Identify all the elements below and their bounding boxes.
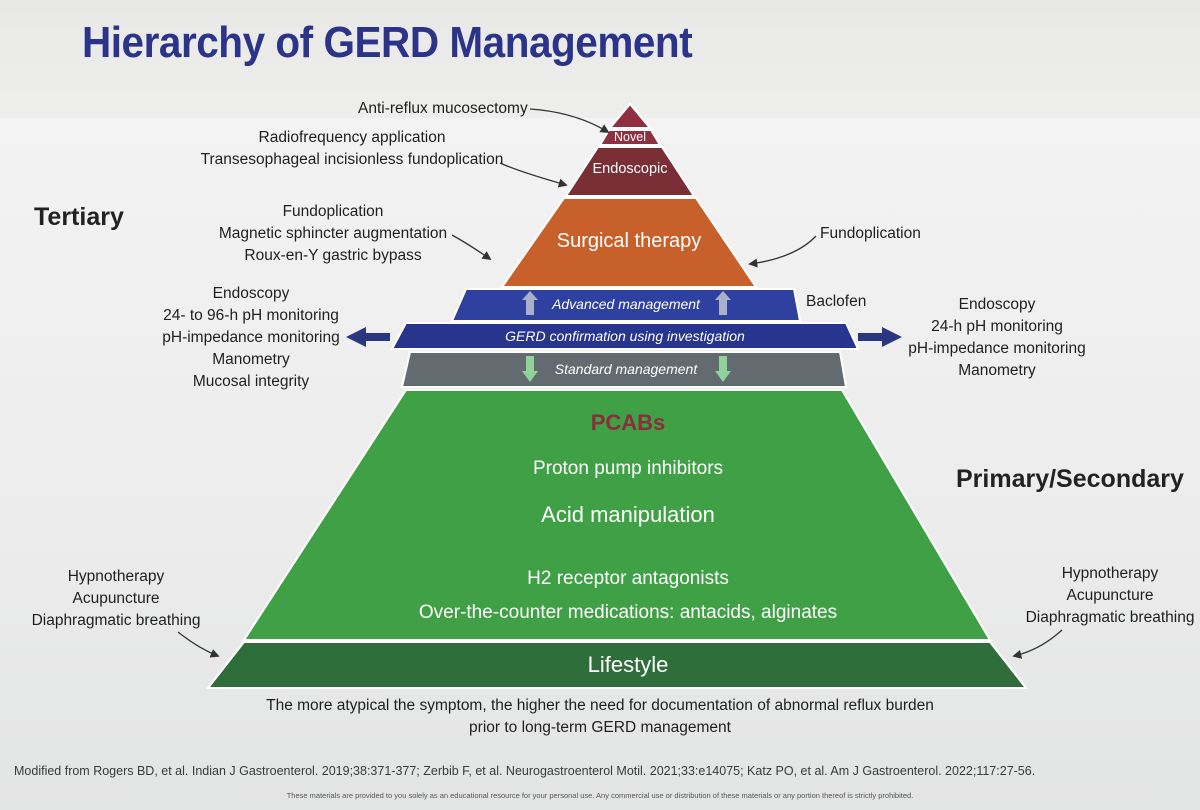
slide-header-band [0, 0, 1200, 118]
reference-footnote: Modified from Rogers BD, et al. Indian J… [14, 764, 1036, 778]
ppi-label: Proton pump inhibitors [532, 458, 724, 479]
lifestyle-label: Lifestyle [587, 652, 669, 677]
pyramid-advanced-tier [450, 288, 802, 322]
pointer-arrow [748, 235, 817, 268]
otc-label: Over-the-counter medications: antacids, … [418, 602, 838, 623]
up-arrow-icon [522, 291, 731, 315]
investigation-left-notes: Endoscopy 24- to 96-h pH monitoring pH-i… [162, 285, 340, 390]
pcabs-label: PCABs [590, 410, 666, 435]
advanced-label: Advanced management [552, 296, 700, 312]
right-arrow-icon [858, 327, 902, 347]
pointer-arrow [451, 234, 492, 261]
tertiary-label: Tertiary [34, 203, 124, 231]
pyramid-confirmation-tier [390, 322, 860, 350]
standard-label: Standard management [554, 361, 698, 377]
novel-note: Anti-reflux mucosectomy [358, 100, 528, 117]
advanced-right-note: Baclofen [806, 293, 867, 310]
pyramid-novel-band [598, 129, 662, 146]
pyramid-medication-tier [242, 389, 992, 641]
primary-secondary-label: Primary/Secondary [956, 465, 1184, 493]
surgical-left-notes: Fundoplication Magnetic sphincter augmen… [218, 203, 448, 264]
pyramid-endoscopic-tier [564, 146, 696, 197]
endoscopic-notes: Radiofrequency application Transesophage… [200, 129, 504, 168]
acid-manipulation-label: Acid manipulation [541, 502, 715, 527]
h2-label: H2 receptor antagonists [527, 568, 729, 589]
disclaimer-text: These materials are provided to you sole… [286, 791, 914, 800]
pointer-arrow [529, 108, 610, 133]
endoscopic-label: Endoscopic [592, 161, 668, 177]
down-arrow-icon [522, 356, 731, 382]
lifestyle-right-notes: Hypnotherapy Acupuncture Diaphragmatic b… [1025, 565, 1195, 626]
novel-label: Novel [614, 130, 646, 144]
pointer-arrow [499, 162, 568, 188]
surgical-label: Surgical therapy [556, 230, 702, 252]
lifestyle-left-notes: Hypnotherapy Acupuncture Diaphragmatic b… [31, 568, 201, 629]
confirmation-label: GERD confirmation using investigation [505, 328, 745, 344]
page-title: Hierarchy of GERD Management [82, 18, 693, 67]
left-arrow-icon [346, 327, 390, 347]
surgical-right-note: Fundoplication [820, 225, 921, 242]
pointer-arrow [1012, 629, 1063, 659]
investigation-right-notes: Endoscopy 24-h pH monitoring pH-impedanc… [908, 296, 1086, 379]
pyramid-lifestyle-tier [205, 641, 1029, 689]
pyramid-standard-tier [400, 351, 848, 388]
pointer-arrow [177, 631, 220, 658]
pyramid-novel-tier [607, 102, 653, 129]
bottom-note: The more atypical the symptom, the highe… [266, 697, 934, 736]
pyramid-surgical-tier [500, 197, 758, 288]
